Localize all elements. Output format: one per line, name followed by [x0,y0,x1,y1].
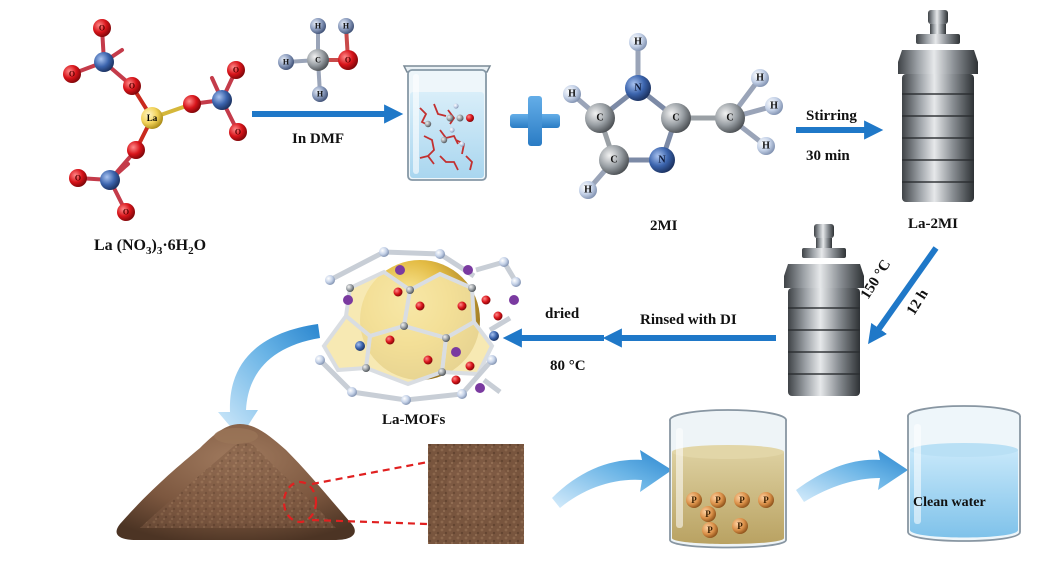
o-atom-label: O [75,174,81,183]
phosphate-label: P [691,495,697,505]
solvent-molecule: H H H H C O [278,18,358,102]
la-mof-structure [315,247,521,405]
dry-temp-label: 80 °C [550,358,586,374]
o-atom-label: O [123,208,129,217]
phosphate-label: P [707,525,713,535]
phosphate-label: P [739,495,745,505]
h-atom-label: H [634,37,642,48]
h-atom-label: H [317,90,324,99]
phosphate-label: P [705,509,711,519]
2mi-molecule: H H H H H H N N C C C C [563,33,783,199]
h-atom-label: H [762,141,770,152]
autoclave-reactor-heated [784,224,864,396]
precursor-beaker [402,65,492,181]
plus-icon [510,96,560,146]
la-atom-label: La [147,113,158,123]
autoclave-reactor [898,10,978,202]
n-atom-label: N [658,155,666,166]
c-atom-label: C [726,113,733,124]
rinse-step-label: Rinsed with DI [640,312,737,328]
powder-closeup [428,444,524,544]
o-atom-label: O [99,24,105,33]
autoclave-label: La-2MI [908,216,958,232]
h-atom-label: H [343,22,350,31]
ligand-label: 2MI [650,218,678,234]
lanthanum-nitrate-molecule: La O O O O O O O [63,19,247,221]
o-atom-label: O [345,56,351,65]
c-atom-label: C [596,113,603,124]
arrow-to-powder [218,324,320,438]
clean-water-label: Clean water [913,495,986,510]
zoom-indicator [282,460,429,526]
o-atom-label: O [129,82,135,91]
h-atom-label: H [770,101,778,112]
h-atom-label: H [584,185,592,196]
stir-time-label: 30 min [806,148,850,164]
phosphate-label: P [737,521,743,531]
c-atom-label: C [672,113,679,124]
n-atom-label: N [634,83,642,94]
product-label: La-MOFs [382,412,445,428]
c-atom-label: C [315,56,321,65]
h-atom-label: H [756,73,764,84]
h-atom-label: H [315,22,322,31]
stir-step-label: Stirring [806,108,857,124]
o-atom-label: O [69,70,75,79]
o-atom-label: O [233,66,239,75]
o-atom-label: O [235,128,241,137]
clean-water-beaker [907,405,1021,542]
phosphate-label: P [715,495,721,505]
precursor-formula: La (NO3)3·6H2O [94,237,206,257]
dry-step-label: dried [545,306,580,322]
h-atom-label: H [568,89,576,100]
arrow-to-clean-water [796,450,908,502]
phosphate-label: P [763,495,769,505]
solvent-step-label: In DMF [292,131,344,147]
adsorption-beaker: P P P P P P P [669,409,787,549]
arrow-to-adsorption [552,450,672,508]
c-atom-label: C [610,155,617,166]
arrow-heating [868,246,939,345]
h-atom-label: H [283,58,290,67]
powder-pile [116,424,355,540]
